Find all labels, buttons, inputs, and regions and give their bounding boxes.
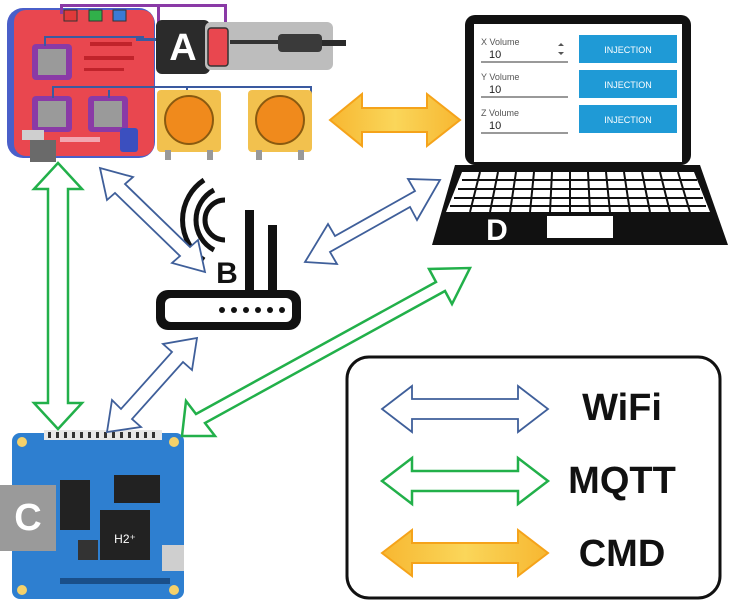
laptop-screen-ui: X Volume 10 INJECTION Y Volume 10 INJECT… xyxy=(481,35,677,134)
z-volume-value: 10 xyxy=(489,120,501,132)
legend-mqtt-arrow xyxy=(379,455,551,507)
injection-button-y xyxy=(579,70,677,98)
x-volume-label: X Volume xyxy=(481,37,520,47)
legend-wifi-arrow xyxy=(380,384,550,434)
chip-label: H2⁺ xyxy=(114,532,136,546)
injection-button-z-label: INJECTION xyxy=(604,115,652,125)
arrow-mqtt-c-d xyxy=(180,266,473,438)
z-volume-label: Z Volume xyxy=(481,108,519,118)
arrow-wifi-a-b xyxy=(98,166,207,274)
label-d: D xyxy=(486,214,508,247)
arrow-wifi-b-d xyxy=(303,178,442,266)
syringe-pump xyxy=(205,22,346,70)
legend-mqtt-label: MQTT xyxy=(568,460,676,502)
injection-button-x xyxy=(579,35,677,63)
label-b: B xyxy=(216,257,238,290)
label-a: A xyxy=(169,27,196,69)
x-volume-value: 10 xyxy=(489,49,501,61)
label-a-badge: A xyxy=(156,20,210,74)
board-a xyxy=(7,4,312,162)
legend-cmd-label: CMD xyxy=(579,533,666,575)
legend-wifi-label: WiFi xyxy=(582,387,662,429)
y-volume-value: 10 xyxy=(489,84,501,96)
router-b: B xyxy=(156,177,301,330)
push-button-1 xyxy=(157,90,221,160)
legend: WiFi MQTT CMD xyxy=(345,355,722,600)
board-c: H2⁺ C xyxy=(0,430,184,599)
injection-button-y-label: INJECTION xyxy=(604,80,652,90)
stepper-icon xyxy=(558,43,564,55)
arrow-wifi-b-c xyxy=(105,336,199,434)
legend-cmd-arrow xyxy=(380,527,550,579)
push-button-2 xyxy=(248,90,312,160)
arrow-mqtt-a-c xyxy=(31,161,85,431)
injection-button-x-label: INJECTION xyxy=(604,45,652,55)
injection-button-z xyxy=(579,105,677,133)
arrow-cmd-a-d xyxy=(328,91,462,149)
y-volume-label: Y Volume xyxy=(481,72,519,82)
label-c: C xyxy=(14,497,41,539)
